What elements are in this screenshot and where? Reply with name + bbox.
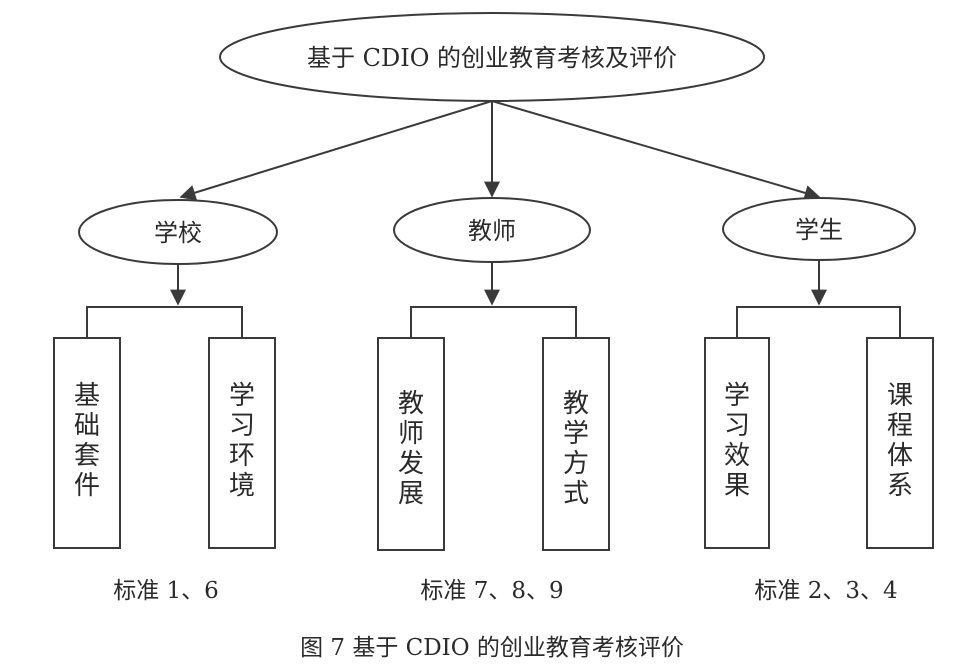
box-curriculum-system [866,337,934,549]
box-curriculum-system-char-1: 课 [887,381,913,411]
box-teaching-method-char-4: 式 [563,479,589,509]
box-teaching-method-char-2: 学 [563,419,589,449]
box-basic-kit-char-2: 础 [74,411,100,441]
box-basic-kit-char-1: 基 [74,381,100,411]
box-curriculum-system-char-4: 系 [887,471,913,501]
group-student: 学生 学 习 效 果 课 程 体 系 标准 2、3、4 [704,197,934,604]
box-learning-effect [704,337,770,549]
box-learning-effect-char-2: 习 [724,411,750,441]
box-curriculum-system-char-3: 体 [887,441,913,471]
box-basic-kit-char-4: 件 [74,471,100,501]
arrow-root-to-student [491,100,821,201]
box-teacher-dev-char-3: 发 [398,449,424,479]
box-teacher-dev-char-2: 师 [398,419,424,449]
box-basic-kit [53,337,121,549]
teacher-label: 教师 [468,217,516,245]
box-teacher-dev-char-4: 展 [398,479,424,509]
school-standard: 标准 1、6 [113,578,219,604]
student-label: 学生 [795,216,843,244]
student-standard: 标准 2、3、4 [754,578,897,604]
box-teaching-method [542,337,610,551]
box-learning-effect-char-3: 效 [724,441,750,471]
box-teacher-dev [377,337,445,551]
school-label: 学校 [154,219,202,247]
box-curriculum-system-char-2: 程 [887,411,913,441]
student-bracket [736,306,901,338]
box-learning-env-char-1: 学 [229,381,255,411]
arrow-root-to-school [179,100,493,201]
root-label: 基于 CDIO 的创业教育考核及评价 [307,44,677,72]
box-learning-env-char-2: 习 [229,411,255,441]
box-teaching-method-char-1: 教 [563,389,589,419]
school-bracket [86,306,243,338]
box-teaching-method-char-3: 方 [563,449,589,479]
figure-caption: 图 7 基于 CDIO 的创业教育考核评价 [300,635,684,661]
box-learning-effect-char-4: 果 [724,471,750,501]
box-learning-env-char-3: 环 [229,441,255,471]
teacher-standard: 标准 7、8、9 [420,578,563,604]
teacher-bracket [410,306,577,338]
box-learning-env [208,337,276,549]
box-learning-effect-char-1: 学 [724,381,750,411]
group-school: 学校 基 础 套 件 学 习 环 境 标准 1、6 [53,199,278,604]
box-basic-kit-char-3: 套 [74,441,100,471]
box-learning-env-char-4: 境 [229,471,255,501]
group-teacher: 教师 教 师 发 展 教 学 方 式 标准 7、8、9 [377,197,610,604]
box-teacher-dev-char-1: 教 [398,389,424,419]
